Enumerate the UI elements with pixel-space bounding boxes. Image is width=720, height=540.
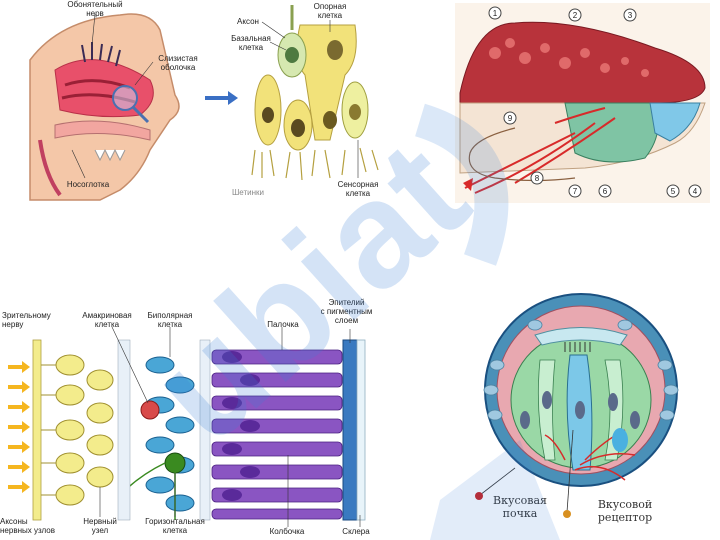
papillae — [489, 38, 649, 77]
label-taste-bud: Вкусовая почка — [493, 494, 547, 520]
label-amacrine-cell: Амакриновая клетка — [82, 311, 132, 329]
cilia — [251, 147, 379, 181]
label-axon: Аксон — [237, 17, 259, 26]
amacrine-cell — [140, 400, 160, 420]
palate — [54, 120, 151, 141]
taste-bud-illustration — [475, 293, 679, 518]
tongue-diagram: 1 2 3 4 5 6 7 8 9 — [455, 3, 710, 203]
taste-receptor-pointer-dot — [563, 510, 571, 518]
sensory-nerves — [544, 429, 636, 481]
pigment-epithelium — [342, 339, 358, 521]
sclera — [356, 339, 366, 521]
tongue-marker-7: 7 — [572, 187, 578, 196]
taste-bud-cells — [564, 102, 659, 163]
label-cone: Колбочка — [269, 527, 305, 536]
microvilli — [564, 342, 591, 352]
label-cilia: Шетинки — [231, 188, 265, 197]
light-arrows — [8, 361, 30, 493]
synapse-layer — [117, 339, 131, 521]
taste-pore — [534, 327, 628, 346]
label-to-optic-nerve: Зрительному нерву — [2, 311, 51, 329]
label-nasopharynx: Носоглотка — [66, 180, 110, 189]
taste-bud-pointer — [479, 467, 516, 496]
ganglion-axons — [41, 364, 56, 496]
tongue-marker-1: 1 — [492, 9, 498, 18]
outer-cells — [483, 319, 679, 421]
axon-layer — [32, 339, 42, 521]
taste-receptor-pointer — [566, 429, 574, 513]
bipolar-cells — [145, 356, 195, 512]
label-supporting-cell: Опорная клетка — [313, 2, 347, 20]
retina-illustration — [8, 326, 366, 527]
olfactory-epithelium — [251, 5, 379, 181]
label-taste-receptor: Вкусовой рецептор — [597, 498, 653, 524]
olfactory-nerve-fibers — [81, 42, 121, 67]
label-rod: Палочка — [267, 320, 299, 329]
tongue-marker-3: 3 — [627, 11, 633, 20]
label-sclera: Склера — [342, 527, 370, 536]
nose-diagram: Обонятельный нерв Слизистая оболочка Нос… — [0, 0, 390, 205]
teeth — [94, 148, 126, 162]
label-bipolar-cell: Биполярная клетка — [147, 311, 193, 329]
pharynx — [38, 139, 62, 197]
tongue-marker-2: 2 — [572, 11, 578, 20]
label-basal-cell: Базальная клетка — [231, 34, 271, 52]
taste-nerve-fibers — [464, 107, 616, 194]
tongue-illustration — [459, 6, 706, 198]
number-markers — [488, 6, 702, 198]
label-olfactory-nerve: Обонятельный нерв — [67, 0, 123, 18]
ganglion-cells — [55, 354, 114, 506]
label-pigment-epithelium: Эпителий с пигментным слоем — [320, 298, 373, 325]
tongue-surface — [459, 21, 706, 104]
tongue-marker-6: 6 — [602, 187, 608, 196]
label-nerve-node: Нервный узел — [83, 517, 117, 535]
cell-nuclei — [520, 391, 640, 429]
label-nerve-node-axons: Аксоны нервных узлов — [0, 517, 55, 535]
photoreceptor-nuclei — [222, 351, 260, 501]
magnifier-handle — [131, 105, 150, 124]
blue-cells — [649, 102, 701, 142]
tongue-marker-9: 9 — [507, 114, 513, 123]
tongue-marker-4: 4 — [692, 187, 698, 196]
magnifier-lens — [112, 85, 138, 111]
retina-diagram: Зрительному нерву Амакриновая клетка Бип… — [0, 295, 375, 540]
nose-illustration — [29, 5, 379, 201]
taste-bud-diagram: Вкусовая почка Вкусовой рецептор — [455, 290, 710, 540]
tongue-marker-5: 5 — [670, 187, 676, 196]
tongue-marker-8: 8 — [534, 174, 540, 183]
label-sensory-cell: Сенсорная клетка — [337, 180, 379, 198]
taste-bud-pointer-dot — [475, 492, 483, 500]
label-horizontal-cell: Горизонтальная клетка — [145, 517, 205, 535]
label-mucosa: Слизистая оболочка — [158, 54, 198, 72]
